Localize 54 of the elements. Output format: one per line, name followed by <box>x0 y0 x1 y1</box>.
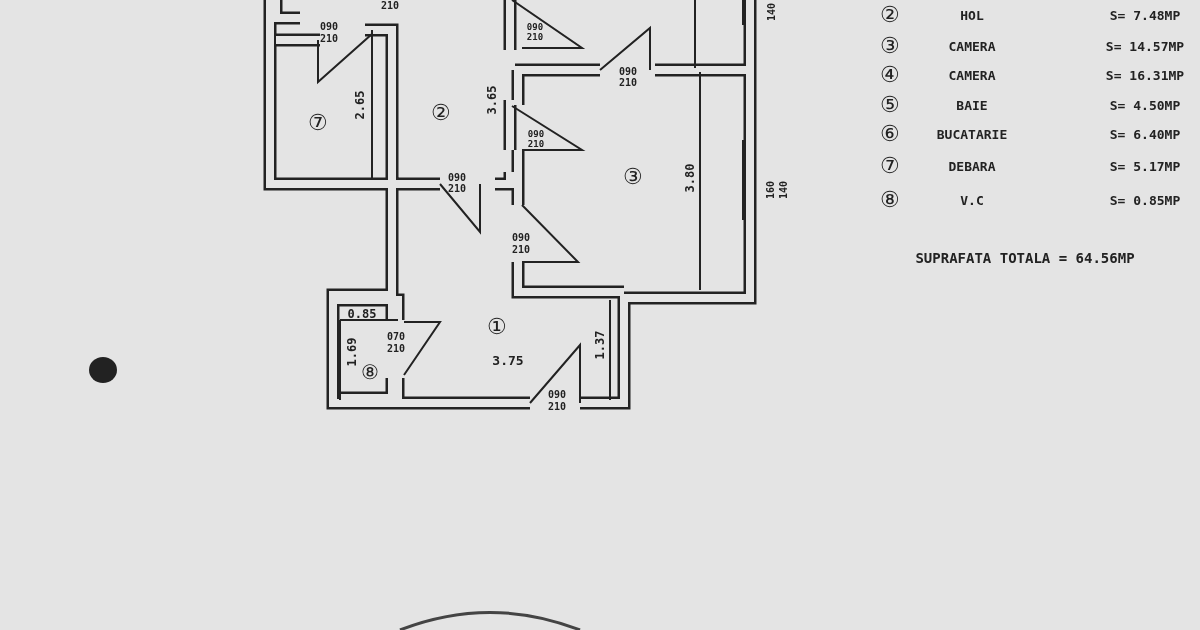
room-name: HOL <box>960 8 984 22</box>
area-value: S= 0.85MP <box>1109 193 1181 207</box>
dimension-label: 210 <box>527 139 545 149</box>
dimension-label: 3.75 <box>492 353 524 367</box>
room-number: ① <box>487 316 507 338</box>
door-size: 210 <box>447 184 467 194</box>
dimension-label: 090 <box>527 129 545 139</box>
dimension-label: 3.65 <box>486 85 498 115</box>
room-name: CAMERA <box>948 39 996 53</box>
door-size: 090 <box>319 22 339 32</box>
room-name: DEBARA <box>948 159 996 173</box>
row-number: ③ <box>880 35 900 57</box>
door-size: 140 <box>779 180 789 200</box>
room-number: ③ <box>623 166 643 188</box>
dimension-label: 090 <box>526 22 544 32</box>
row-number: ⑤ <box>880 94 900 116</box>
area-value: S= 7.48MP <box>1109 8 1181 22</box>
door-size: 210 <box>511 245 531 255</box>
dimension-label: 3.80 <box>684 163 696 193</box>
room-number: ⑧ <box>361 362 379 382</box>
door-size: 090 <box>618 67 638 77</box>
door-size: 210 <box>618 78 638 88</box>
dimension-label: 2.65 <box>354 90 366 120</box>
door-size: 070 <box>386 332 406 342</box>
door-size: 090 <box>511 233 531 243</box>
door-size: 210 <box>386 344 406 354</box>
room-name: CAMERA <box>948 68 996 82</box>
row-number: ⑦ <box>880 155 900 177</box>
row-number: ⑥ <box>880 123 900 145</box>
door-size: 160 <box>766 180 776 200</box>
door-size: 210 <box>547 402 567 412</box>
door-size: 210 <box>319 34 339 44</box>
area-value: S= 6.40MP <box>1109 127 1181 141</box>
door-size: 090 <box>447 173 467 183</box>
room-name: BAIE <box>956 98 988 112</box>
room-name: V.C <box>960 193 984 207</box>
row-number: ⑧ <box>880 189 900 211</box>
dimension-label: 1.37 <box>594 330 606 360</box>
row-number: ④ <box>880 64 900 86</box>
area-value: S= 14.57MP <box>1105 39 1185 53</box>
room-number: ⑦ <box>308 112 328 134</box>
dimension-label: 0.85 <box>347 308 377 320</box>
area-value: S= 16.31MP <box>1105 68 1185 82</box>
total-area-note: SUPRAFATA TOTALA = 64.56MP <box>915 251 1135 265</box>
row-number: ② <box>880 4 900 26</box>
room-name: BUCATARIE <box>936 127 1008 141</box>
dimension-label: 1.69 <box>346 337 358 367</box>
area-value: S= 5.17MP <box>1109 159 1181 173</box>
door-size: 140 <box>767 2 777 22</box>
area-value: S= 4.50MP <box>1109 98 1181 112</box>
dimension-label: 210 <box>526 32 544 42</box>
door-size: 090 <box>547 390 567 400</box>
room-number: ② <box>431 102 451 124</box>
door-size: 210 <box>380 1 400 11</box>
